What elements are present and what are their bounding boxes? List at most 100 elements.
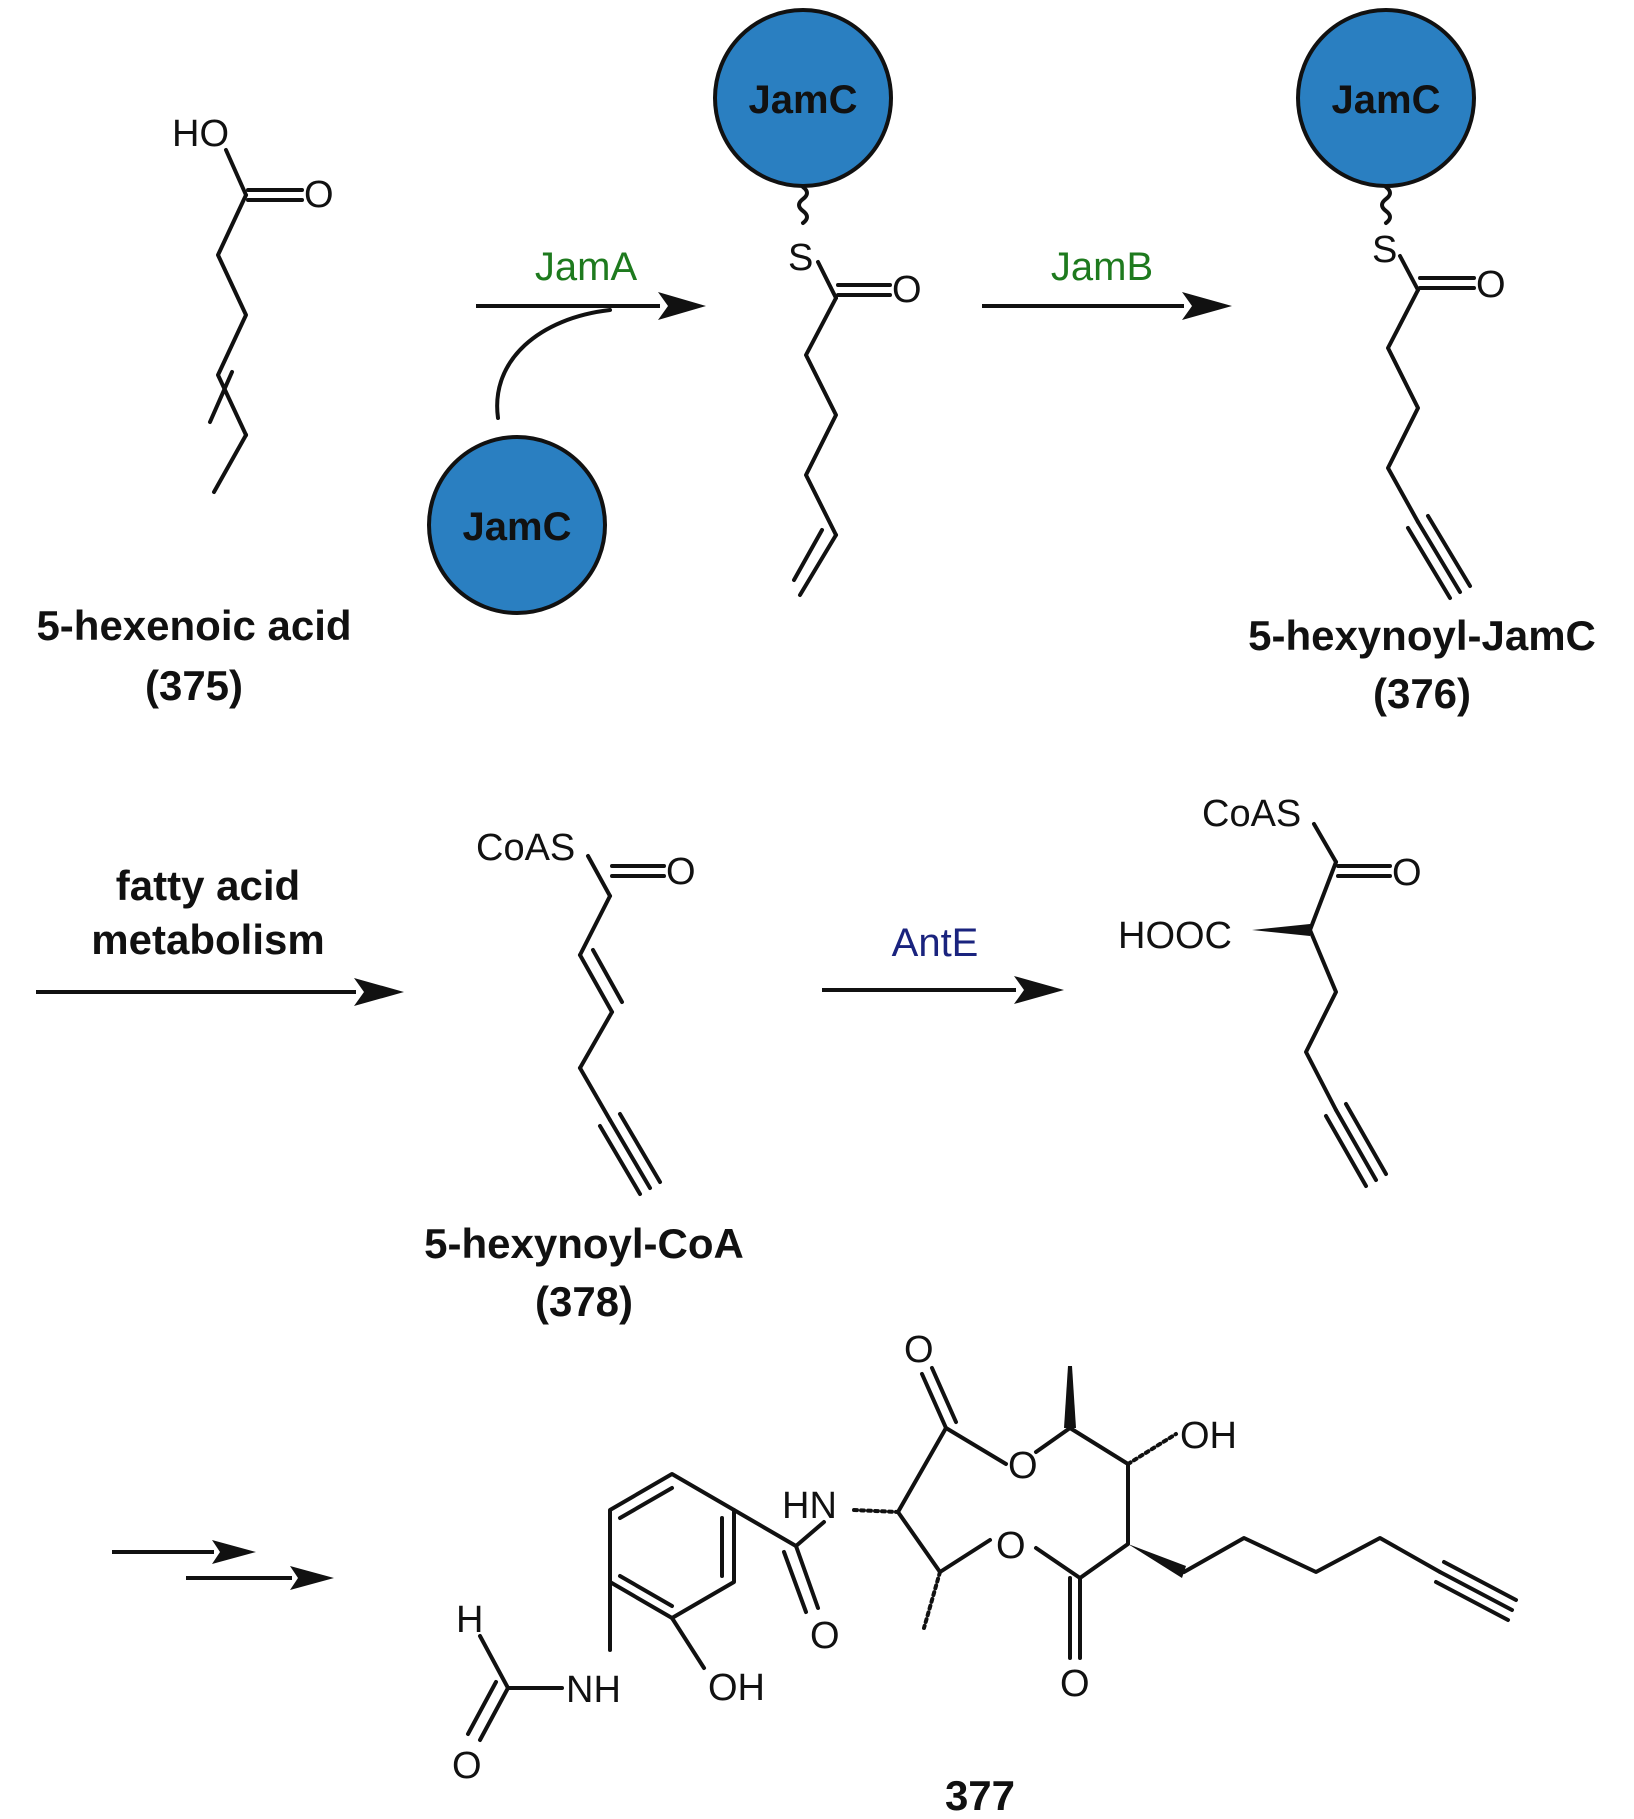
bond-propargyl — [578, 1066, 612, 1122]
chain — [1386, 288, 1420, 524]
alkyne-bond-2 — [598, 1124, 642, 1196]
alkyne-bond-3 — [1344, 1102, 1388, 1176]
reaction-ante: AntE — [822, 921, 1064, 1004]
bond — [224, 148, 248, 197]
wavy-bond — [1380, 185, 1392, 225]
bond-c-alpha — [1308, 860, 1338, 932]
condition-line-2: metabolism — [91, 916, 324, 963]
aromatic-bond — [618, 1486, 674, 1520]
atom-s: S — [1372, 229, 1397, 271]
arrow-head — [212, 1540, 256, 1564]
chain — [804, 296, 838, 537]
bond-alkene-2 — [792, 528, 824, 582]
chain — [216, 193, 248, 437]
atom-o: O — [904, 1329, 934, 1371]
bond-amide-co-2 — [782, 1550, 808, 1614]
compound-378: CoAS O 5-hexynoyl-CoA (378) — [424, 827, 744, 1325]
hexynyl-chain — [1182, 1536, 1442, 1574]
alkyne-bond-1 — [1416, 520, 1462, 594]
chain — [578, 1010, 614, 1070]
hashed-bond — [1126, 1432, 1178, 1466]
atom-h: H — [456, 1599, 483, 1641]
carrier-protein-circle — [427, 435, 607, 615]
atom-o: O — [666, 851, 696, 893]
atom-s: S — [788, 237, 813, 279]
wavy-bond — [797, 185, 809, 225]
bond-lactone-co-1b — [930, 1366, 958, 1424]
bond-s-c — [816, 260, 838, 300]
bond-lactone-co-1 — [920, 1372, 948, 1430]
bond-c-c — [578, 894, 612, 957]
atom-o: O — [1060, 1663, 1090, 1705]
atom-o: O — [1392, 852, 1422, 894]
arrow-head — [290, 1566, 334, 1590]
bond-alkene-end — [212, 433, 248, 494]
bond-alkene-2 — [208, 370, 234, 424]
compound-name: 5-hexynoyl-JamC — [1248, 612, 1596, 659]
alkyne-bond-2 — [1324, 1114, 1368, 1188]
alkyne-bond-1 — [608, 1118, 652, 1190]
compound-376: JamC S O 5-hexynoyl-JamC (376) — [1248, 8, 1596, 717]
atom-oh: OH — [1180, 1415, 1237, 1457]
arrow-head — [1014, 976, 1064, 1004]
atom-hooc: HOOC — [1118, 915, 1232, 957]
compound-number: 377 — [945, 1772, 1015, 1819]
compound-hexynylmalonyl-coa: CoAS O HOOC — [1118, 793, 1422, 1188]
wedge-bond — [1252, 924, 1310, 936]
alkyne-bond-2 — [1406, 526, 1452, 600]
lactone-ring — [896, 1510, 992, 1574]
alkyne-bond-3 — [1442, 1560, 1518, 1602]
arrow-head — [1182, 292, 1232, 320]
atom-nh: NH — [566, 1669, 621, 1711]
multistep-arrows — [112, 1540, 334, 1590]
bond-alkene-1 — [578, 953, 614, 1014]
hashed-bond — [922, 1570, 942, 1630]
atom-o: O — [810, 1615, 840, 1657]
enzyme-label: JamB — [1051, 245, 1153, 289]
compound-name: 5-hexenoic acid — [36, 602, 351, 649]
compound-377: O HN OH NH H O O O O O OH — [452, 1329, 1518, 1819]
aromatic-bond — [618, 1574, 674, 1608]
enzyme-label: JamA — [535, 245, 638, 289]
bond-s-c — [586, 854, 612, 898]
bond-ring-amide — [732, 1508, 798, 1548]
carrier-label: JamC — [749, 78, 858, 122]
arrow-head — [354, 978, 404, 1006]
compound-375: HO O 5-hexenoic acid (375) — [36, 113, 351, 709]
atom-o: O — [304, 174, 334, 216]
alkyne-bond-1 — [1438, 1570, 1514, 1612]
atom-coas: CoAS — [1202, 793, 1301, 835]
compound-number: (378) — [535, 1278, 633, 1325]
lactone-ring — [1034, 1426, 1130, 1466]
wedge-bond — [1128, 1544, 1186, 1578]
carrier-label: JamC — [1332, 78, 1441, 122]
atom-oh: OH — [708, 1667, 765, 1709]
bond-alkene-2 — [591, 948, 624, 1004]
atom-o: O — [996, 1525, 1026, 1567]
alkyne-bond-3 — [1426, 514, 1472, 588]
chain — [1304, 928, 1338, 1112]
bond-s-c — [1398, 254, 1420, 292]
atom-o: O — [892, 269, 922, 311]
bond-s-c — [1312, 822, 1338, 864]
benzene-ring — [608, 1472, 736, 1620]
compound-number: (376) — [1373, 670, 1471, 717]
bond-formyl-co-1 — [478, 1686, 510, 1742]
wedge-bond — [1064, 1366, 1076, 1428]
bond-alkene-end — [798, 533, 838, 597]
bond-formyl-co-2 — [466, 1680, 498, 1736]
reaction-jamb: JamB — [982, 245, 1232, 320]
atom-coas: CoAS — [476, 827, 575, 869]
atom-o: O — [1008, 1445, 1038, 1487]
lactone-ring — [896, 1426, 1008, 1514]
condition-line-1: fatty acid — [116, 862, 300, 909]
bond-amide-co-1 — [794, 1544, 820, 1610]
alkyne-bond-2 — [1434, 1580, 1510, 1622]
compound-name: 5-hexynoyl-CoA — [424, 1220, 744, 1267]
atom-o: O — [452, 1745, 482, 1787]
bond-ring-oh — [670, 1616, 706, 1670]
hashed-bond — [852, 1508, 900, 1514]
atom-hn: HN — [782, 1485, 837, 1527]
enzyme-label: AntE — [892, 921, 979, 965]
